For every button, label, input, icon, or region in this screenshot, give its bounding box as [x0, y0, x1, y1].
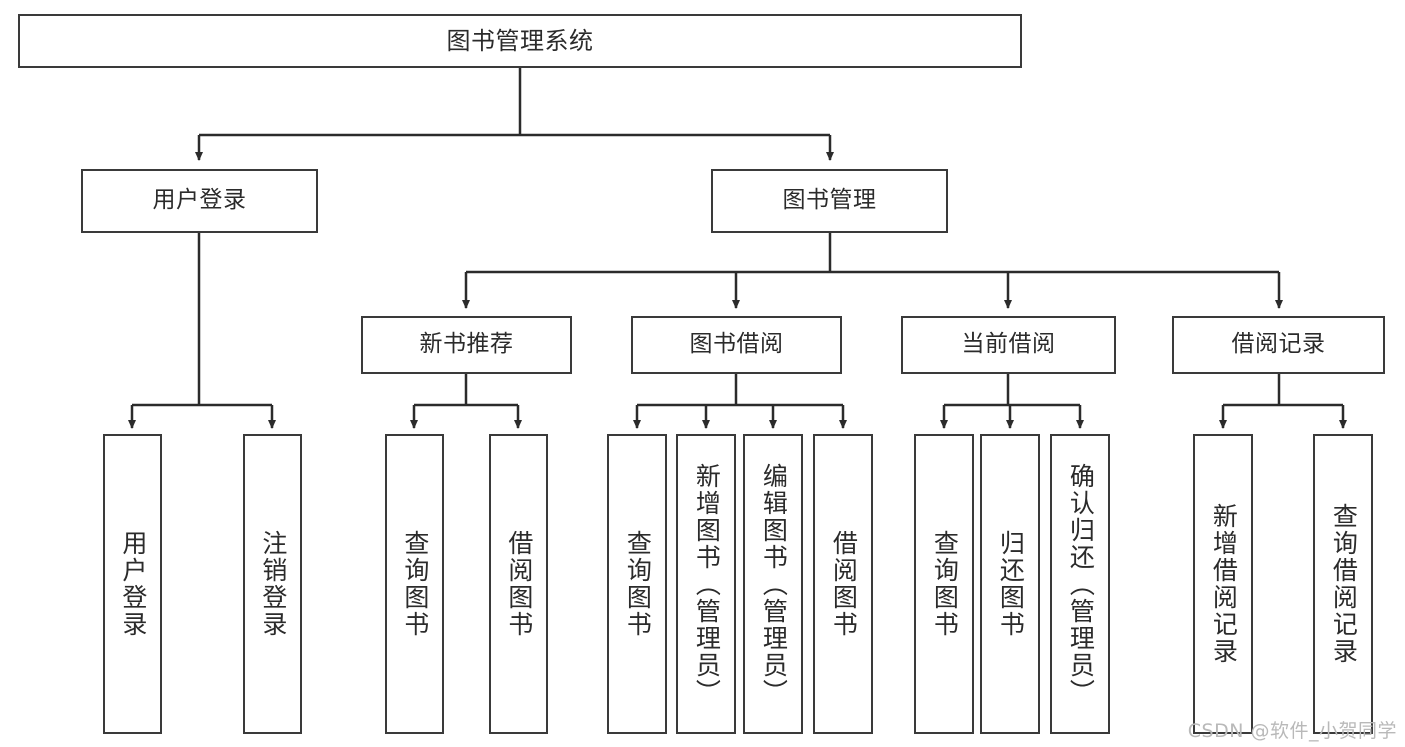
leaf-query-borrow-record-label: 查询借阅记录 [1329, 503, 1359, 665]
leaf-add-borrow-record-label: 新增借阅记录 [1209, 503, 1239, 665]
leaf-logout[interactable]: 注销登录 [243, 434, 302, 734]
leaf-borrow-book-recommend-label: 借阅图书 [504, 530, 534, 638]
node-root-label: 图书管理系统 [446, 26, 594, 55]
leaf-confirm-return-admin[interactable]: 确认归还（管理员） [1050, 434, 1110, 734]
node-new-book-recommend-label: 新书推荐 [419, 331, 514, 358]
node-user-login-label: 用户登录 [152, 187, 247, 214]
leaf-query-book-borrow-label: 查询图书 [623, 530, 653, 638]
watermark-text: CSDN @软件_小贺同学 [1187, 720, 1397, 742]
leaf-user-login-label: 用户登录 [118, 530, 148, 638]
node-borrow-record-label: 借阅记录 [1231, 331, 1326, 358]
leaf-query-book-recommend[interactable]: 查询图书 [385, 434, 444, 734]
leaf-borrow-book-label: 借阅图书 [829, 530, 859, 638]
leaf-confirm-return-admin-label: 确认归还（管理员） [1066, 462, 1096, 706]
leaf-add-book-admin-label: 新增图书（管理员） [692, 462, 722, 706]
leaf-edit-book-admin-label: 编辑图书（管理员） [759, 462, 789, 706]
leaf-query-book-borrow[interactable]: 查询图书 [607, 434, 667, 734]
leaf-edit-book-admin[interactable]: 编辑图书（管理员） [743, 434, 803, 734]
node-root[interactable]: 图书管理系统 [18, 14, 1022, 68]
leaf-query-book-current[interactable]: 查询图书 [914, 434, 974, 734]
leaf-return-book[interactable]: 归还图书 [980, 434, 1040, 734]
leaf-user-login[interactable]: 用户登录 [103, 434, 162, 734]
leaf-borrow-book[interactable]: 借阅图书 [813, 434, 873, 734]
node-new-book-recommend[interactable]: 新书推荐 [361, 316, 572, 374]
node-borrow-record[interactable]: 借阅记录 [1172, 316, 1385, 374]
leaf-query-book-current-label: 查询图书 [930, 530, 960, 638]
leaf-logout-label: 注销登录 [258, 530, 288, 638]
leaf-add-book-admin[interactable]: 新增图书（管理员） [676, 434, 736, 734]
node-book-management[interactable]: 图书管理 [711, 169, 948, 233]
leaf-query-borrow-record[interactable]: 查询借阅记录 [1313, 434, 1373, 734]
leaf-add-borrow-record[interactable]: 新增借阅记录 [1193, 434, 1253, 734]
node-current-borrow-label: 当前借阅 [961, 331, 1056, 358]
node-book-borrow-label: 图书借阅 [689, 331, 784, 358]
node-current-borrow[interactable]: 当前借阅 [901, 316, 1116, 374]
leaf-borrow-book-recommend[interactable]: 借阅图书 [489, 434, 548, 734]
leaf-return-book-label: 归还图书 [996, 530, 1026, 638]
leaf-query-book-recommend-label: 查询图书 [400, 530, 430, 638]
node-book-management-label: 图书管理 [782, 187, 877, 214]
node-book-borrow[interactable]: 图书借阅 [631, 316, 842, 374]
node-user-login[interactable]: 用户登录 [81, 169, 318, 233]
